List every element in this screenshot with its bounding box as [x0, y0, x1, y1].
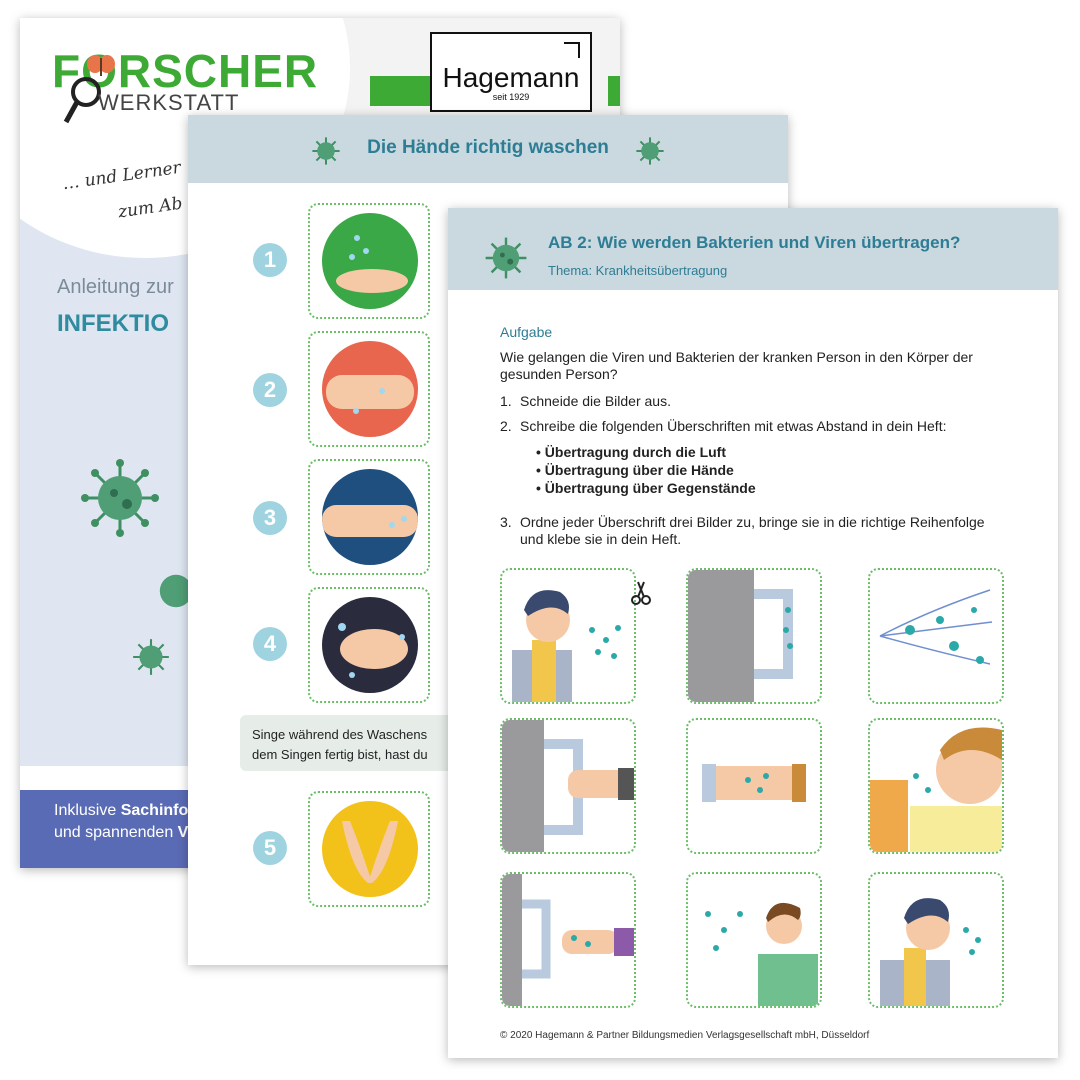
cover-green-stripe-right	[608, 76, 620, 106]
step-number: 1	[253, 243, 287, 277]
aufgabe-label: Aufgabe	[500, 324, 553, 340]
person-rubbing-eye-picture	[868, 718, 1004, 854]
sick-person-sneezing-picture	[500, 568, 636, 704]
bullet-text: • Übertragung über die Hände	[536, 462, 734, 478]
item-number: 1.	[500, 393, 512, 409]
hands-foam-illustration	[322, 597, 418, 693]
worksheet-header	[448, 208, 1058, 290]
item3-line2: und klebe sie in dein Heft.	[520, 531, 682, 547]
butterfly-icon	[87, 55, 115, 76]
step-number: 5	[253, 831, 287, 865]
virus-icon	[485, 237, 527, 279]
cover-title: INFEKTIO	[57, 310, 169, 337]
step-number: 3	[253, 501, 287, 535]
step-image	[308, 459, 430, 575]
task-item-3: 3. Ordne jeder Überschrift drei Bilder z…	[500, 514, 1002, 550]
hands-interlace-illustration	[322, 469, 418, 565]
worksheet-title: AB 2: Wie werden Bakterien und Viren übe…	[548, 233, 961, 252]
brand-werkstatt: WERKSTATT	[98, 90, 240, 115]
footer-line1: Inklusive	[54, 802, 121, 819]
task-item-2: 2. Schreibe die folgenden Überschriften …	[500, 418, 1002, 436]
item-number: 3.	[500, 514, 512, 530]
bullet-item: • Übertragung über Gegenstände	[500, 480, 1002, 498]
bullet-luft: Übertragung durch die Luft	[544, 444, 727, 460]
magnifier-icon	[63, 77, 101, 124]
publisher-logo: Hagemann seit 1929	[430, 32, 592, 112]
logo-corner-mark	[564, 42, 580, 58]
step-image	[308, 791, 430, 907]
task-heading: Aufgabe	[500, 324, 1002, 341]
bullet-gegenstaende: Übertragung über Gegenstände	[544, 480, 756, 496]
task-item-1: 1. Schneide die Bilder aus.	[500, 393, 1002, 411]
publisher-since: seit 1929	[492, 92, 530, 102]
bullet-haende: Übertragung über die Hände	[544, 462, 734, 478]
virus-icon	[636, 137, 664, 165]
task-question: Wie gelangen die Viren und Bakterien der…	[500, 349, 1002, 383]
airborne-germs-picture	[868, 568, 1004, 704]
step-image	[308, 203, 430, 319]
item-number: 2.	[500, 418, 512, 434]
item3-line1: Ordne jeder Überschrift drei Bilder zu, …	[520, 514, 985, 530]
hands-catch-water-illustration	[322, 213, 418, 309]
footer-line1-bold: Sachinfo	[120, 802, 189, 819]
item-text: Schneide die Bilder aus.	[520, 393, 671, 409]
sick-person-coughing-picture	[868, 872, 1004, 1008]
step-image	[308, 587, 430, 703]
copyright-notice: © 2020 Hagemann & Partner Bildungsmedien…	[500, 1030, 870, 1041]
handshake-picture	[686, 718, 822, 854]
bullet-text: • Übertragung durch die Luft	[536, 444, 727, 460]
handwashing-title: Die Hände richtig waschen	[367, 137, 609, 158]
handwashing-header	[188, 115, 788, 183]
cover-green-stripe	[370, 76, 440, 106]
question-line2: gesunden Person?	[500, 366, 618, 382]
healthy-person-inhaling-picture	[686, 872, 822, 1008]
bullet-text: • Übertragung über Gegenstände	[536, 480, 756, 496]
hands-rub-illustration	[322, 341, 418, 437]
hand-on-door-handle-picture	[500, 718, 636, 854]
step-number: 2	[253, 373, 287, 407]
step-number: 4	[253, 627, 287, 661]
worksheet-subtitle: Thema: Krankheitsübertragung	[548, 263, 728, 278]
publisher-name: Hagemann	[442, 62, 580, 93]
virus-icon	[159, 574, 193, 608]
virus-icon	[133, 639, 169, 675]
item-text: Ordne jeder Überschrift drei Bilder zu, …	[520, 514, 985, 548]
hand-reaching-door-picture	[500, 872, 636, 1008]
footer-line2: und spannenden	[54, 824, 178, 841]
worksheet-sheet: AB 2: Wie werden Bakterien und Viren übe…	[448, 208, 1058, 1058]
virus-icon	[312, 137, 340, 165]
cover-footer-text: Inklusive Sachinfo und spannenden V	[54, 800, 188, 844]
singing-hint-line1: Singe während des Waschens	[252, 727, 428, 742]
bullet-item: • Übertragung über die Hände	[500, 462, 1002, 480]
step-image	[308, 331, 430, 447]
question-line1: Wie gelangen die Viren und Bakterien der…	[500, 349, 973, 365]
bullet-item: • Übertragung durch die Luft	[500, 444, 1002, 462]
hands-dry-illustration	[322, 801, 418, 897]
item-text: Schreibe die folgenden Überschriften mit…	[520, 418, 947, 434]
cover-instruction: Anleitung zur	[57, 276, 174, 298]
scissors-icon	[631, 581, 651, 605]
footer-line2-bold: V	[177, 824, 189, 841]
singing-hint-line2: dem Singen fertig bist, hast du	[252, 747, 428, 762]
virus-icon	[81, 459, 159, 537]
door-handle-germs-picture	[686, 568, 822, 704]
